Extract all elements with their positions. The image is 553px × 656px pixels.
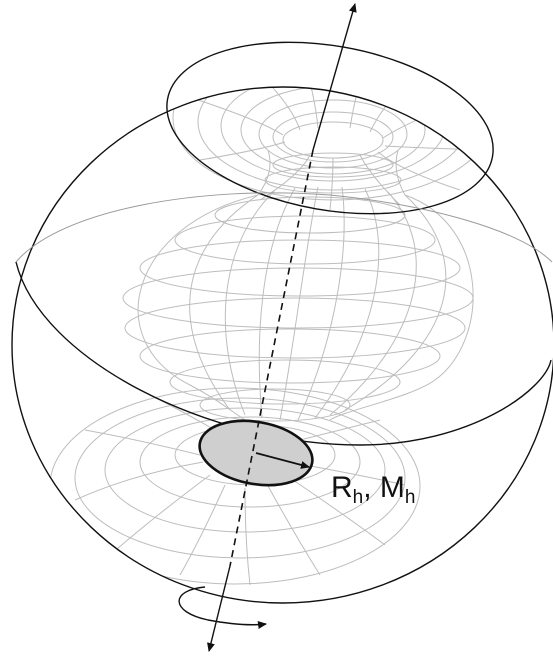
- label-mass-subscript: h: [405, 487, 416, 508]
- central-bulb-mesh: [122, 186, 474, 422]
- throat-radius-mass-label: Rh, Mh: [331, 471, 416, 508]
- mesh-layer: [49, 87, 494, 586]
- rotation-axis-bottom: [207, 565, 231, 652]
- label-radius-subscript: h: [353, 487, 364, 508]
- rotation-direction-arrow: [178, 586, 267, 629]
- outer-sphere: [11, 86, 553, 604]
- label-radius-symbol: R: [331, 471, 353, 504]
- label-separator: ,: [363, 471, 380, 504]
- equatorial-band-curve: [15, 261, 552, 446]
- equatorial-band-back: [15, 192, 553, 263]
- rotation-axis-dashed: [229, 149, 314, 567]
- rotation-axis-top: [312, 3, 357, 151]
- upper-neck-mesh: [257, 149, 406, 196]
- upper-sheet-boundary: [166, 41, 494, 215]
- outline-layer: [11, 3, 553, 652]
- label-mass-symbol: M: [380, 471, 405, 504]
- upper-funnel-mesh: [172, 87, 494, 211]
- radius-arrow: [255, 452, 310, 469]
